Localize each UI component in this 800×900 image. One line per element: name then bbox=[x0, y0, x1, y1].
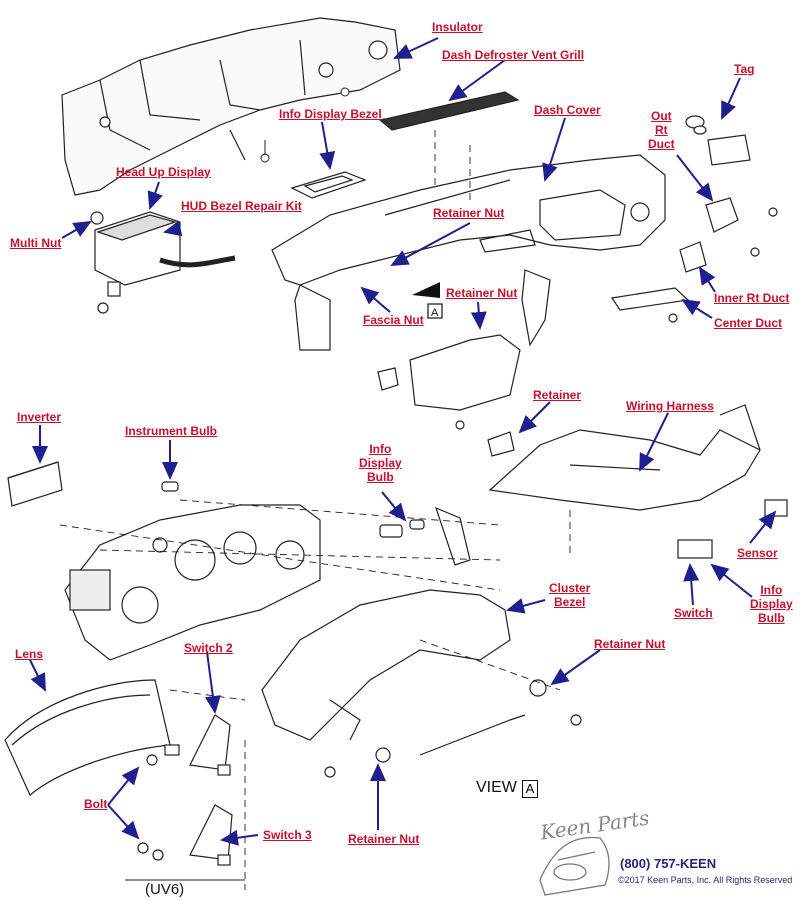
label-info-display-bulb-right-line2: Display bbox=[750, 597, 793, 611]
label-retainer-nut-top[interactable]: Retainer Nut bbox=[433, 206, 505, 220]
label-retainer[interactable]: Retainer bbox=[533, 388, 582, 402]
phone-number[interactable]: (800) 757-KEEN bbox=[620, 856, 717, 871]
label-out-rt-duct-line1: Out bbox=[651, 109, 672, 123]
cluster-bezel-part bbox=[261, 589, 511, 741]
label-fascia-nut[interactable]: Fascia Nut bbox=[363, 313, 424, 327]
bulbs-part bbox=[161, 481, 582, 778]
tag-part bbox=[685, 115, 751, 166]
instrument-cluster-part bbox=[64, 504, 321, 661]
label-switch-2[interactable]: Switch 2 bbox=[184, 641, 233, 655]
label-wiring-harness[interactable]: Wiring Harness bbox=[626, 399, 714, 413]
label-info-display-bulb-left[interactable]: Info Display Bulb bbox=[359, 442, 402, 484]
label-inverter[interactable]: Inverter bbox=[17, 410, 62, 424]
label-multi-nut[interactable]: Multi Nut bbox=[10, 236, 62, 250]
label-insulator[interactable]: Insulator bbox=[432, 20, 483, 34]
label-center-duct[interactable]: Center Duct bbox=[714, 316, 783, 330]
label-sensor[interactable]: Sensor bbox=[737, 546, 778, 560]
lower-panel-part bbox=[487, 404, 788, 559]
label-out-rt-duct[interactable]: Out Rt Duct bbox=[648, 109, 675, 151]
label-info-display-bulb-left-line3: Bulb bbox=[367, 470, 394, 484]
copyright-notice: ©2017 Keen Parts, Inc. All Rights Reserv… bbox=[618, 875, 793, 885]
uv6-caption: (UV6) bbox=[145, 881, 185, 898]
svg-text:A: A bbox=[431, 307, 439, 319]
keen-parts-logo-icon bbox=[539, 836, 610, 896]
label-cluster-bezel[interactable]: Cluster Bezel bbox=[549, 581, 590, 609]
steering-support-part bbox=[377, 269, 551, 430]
view-a-indicator: A bbox=[412, 282, 443, 319]
ducts-part bbox=[610, 197, 778, 323]
label-info-display-bulb-left-line2: Display bbox=[359, 456, 402, 470]
label-switch-3[interactable]: Switch 3 bbox=[263, 828, 312, 842]
inverter-part bbox=[7, 461, 63, 507]
insulator-screws bbox=[260, 87, 350, 163]
label-head-up-display[interactable]: Head Up Display bbox=[116, 165, 211, 179]
label-out-rt-duct-line3: Duct bbox=[648, 137, 675, 151]
alignment-lines bbox=[59, 130, 571, 890]
lens-part bbox=[4, 679, 171, 796]
label-bolt[interactable]: Bolt bbox=[84, 797, 108, 811]
switch-parts bbox=[137, 714, 233, 866]
info-display-bezel-part bbox=[290, 171, 367, 199]
dash-cover-part bbox=[271, 154, 666, 351]
label-retainer-nut-right[interactable]: Retainer Nut bbox=[594, 637, 666, 651]
label-hud-bezel-repair-kit[interactable]: HUD Bezel Repair Kit bbox=[181, 199, 302, 213]
label-cluster-bezel-line1: Cluster bbox=[549, 581, 591, 595]
leader-arrows bbox=[29, 37, 777, 846]
view-a-caption: VIEW bbox=[476, 779, 517, 796]
label-tag[interactable]: Tag bbox=[734, 62, 755, 76]
label-info-display-bulb-left-line1: Info bbox=[369, 442, 392, 456]
head-up-display-part bbox=[90, 211, 236, 314]
label-info-display-bulb-right[interactable]: Info Display Bulb bbox=[750, 583, 793, 625]
label-dash-defroster-vent-grill[interactable]: Dash Defroster Vent Grill bbox=[442, 48, 585, 62]
defroster-vent-grill-part bbox=[378, 89, 520, 131]
label-lens[interactable]: Lens bbox=[15, 647, 44, 661]
label-instrument-bulb[interactable]: Instrument Bulb bbox=[125, 424, 217, 438]
label-switch[interactable]: Switch bbox=[674, 606, 713, 620]
label-dash-cover[interactable]: Dash Cover bbox=[534, 103, 601, 117]
label-out-rt-duct-line2: Rt bbox=[655, 123, 668, 137]
label-info-display-bezel[interactable]: Info Display Bezel bbox=[279, 107, 382, 121]
view-a-letter: A bbox=[522, 780, 538, 798]
insulator-part bbox=[61, 17, 401, 196]
label-info-display-bulb-right-line3: Bulb bbox=[758, 611, 785, 625]
label-cluster-bezel-line2: Bezel bbox=[553, 595, 586, 609]
label-retainer-nut-mid[interactable]: Retainer Nut bbox=[446, 286, 518, 300]
label-inner-rt-duct[interactable]: Inner Rt Duct bbox=[714, 291, 790, 305]
label-info-display-bulb-right-line1: Info bbox=[760, 583, 783, 597]
label-retainer-nut-bottom[interactable]: Retainer Nut bbox=[348, 832, 420, 846]
